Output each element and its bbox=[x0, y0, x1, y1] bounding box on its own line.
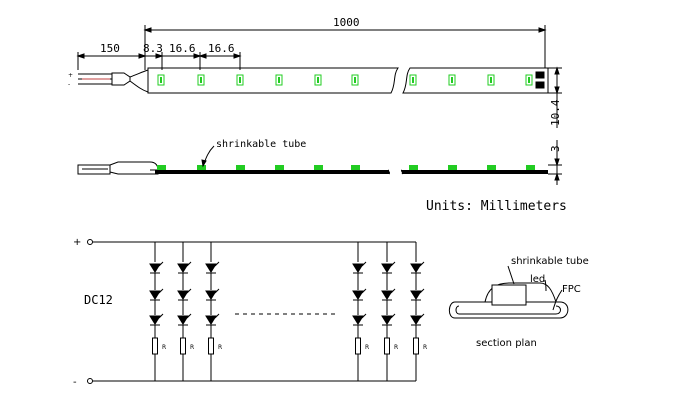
dim-16-6-label-a: 16.6 bbox=[169, 42, 196, 55]
top-view-strip bbox=[147, 67, 549, 94]
dim-8-3-label: 8.3 bbox=[143, 42, 163, 55]
resistor-label-1: R bbox=[162, 344, 166, 351]
led-side-2 bbox=[197, 165, 206, 170]
led-top-4 bbox=[275, 74, 283, 86]
power-plus-label: + bbox=[73, 237, 81, 248]
section-plan-drawing bbox=[448, 265, 569, 319]
resistor-label-6: R bbox=[423, 344, 427, 351]
led-top-5 bbox=[314, 74, 322, 86]
led-side-4 bbox=[275, 165, 284, 170]
section-shrinkable-tube-label: shrinkable tube bbox=[511, 256, 589, 267]
top-view-leds bbox=[157, 74, 533, 86]
led-side-3 bbox=[236, 165, 245, 170]
dimension-10-4 bbox=[548, 66, 562, 128]
resistor-label-5: R bbox=[394, 344, 398, 351]
branch-1 bbox=[149, 241, 164, 382]
section-plan-label: section plan bbox=[476, 338, 537, 349]
dim-150-label: 150 bbox=[100, 42, 120, 55]
dimension-3 bbox=[548, 140, 562, 185]
shrinkable-tube-label: shrinkable tube bbox=[216, 139, 306, 150]
section-fpc-label: FPC bbox=[562, 284, 581, 295]
branch-2 bbox=[177, 241, 192, 382]
circuit-branches bbox=[149, 241, 425, 382]
led-top-10 bbox=[525, 74, 533, 86]
dim-10-4-label: 10.4 bbox=[549, 99, 562, 126]
led-side-8 bbox=[448, 165, 457, 170]
wire-minus-label: - bbox=[68, 81, 70, 88]
branch-4 bbox=[352, 241, 367, 382]
led-side-5 bbox=[314, 165, 323, 170]
led-top-9 bbox=[487, 74, 495, 86]
led-side-9 bbox=[487, 165, 496, 170]
units-label: Units: Millimeters bbox=[426, 199, 567, 214]
dim-16-6-label-b: 16.6 bbox=[208, 42, 235, 55]
circuit-rails bbox=[87, 239, 416, 384]
led-side-1 bbox=[157, 165, 166, 170]
branch-3 bbox=[205, 241, 220, 382]
side-view bbox=[77, 161, 159, 175]
shrinkable-tube-leader bbox=[201, 145, 215, 168]
led-top-3 bbox=[236, 74, 244, 86]
branch-6 bbox=[410, 241, 425, 382]
side-view-leds bbox=[157, 165, 535, 170]
led-top-7 bbox=[409, 74, 417, 86]
side-view-strip bbox=[155, 169, 548, 175]
resistor-label-3: R bbox=[218, 344, 222, 351]
dimension-pitches bbox=[145, 52, 242, 70]
resistor-label-2: R bbox=[190, 344, 194, 351]
wire-plus-label: + bbox=[68, 72, 73, 79]
led-side-6 bbox=[351, 165, 360, 170]
led-top-1 bbox=[157, 74, 165, 86]
dimension-150 bbox=[76, 52, 147, 70]
led-top-6 bbox=[351, 74, 359, 86]
led-top-2 bbox=[197, 74, 205, 86]
resistor-label-4: R bbox=[365, 344, 369, 351]
power-minus-label: - bbox=[73, 377, 77, 388]
branch-5 bbox=[381, 241, 396, 382]
dc12-label: DC12 bbox=[84, 293, 113, 307]
dim-1000-label: 1000 bbox=[333, 16, 360, 29]
dimension-1000 bbox=[143, 25, 547, 70]
led-side-10 bbox=[526, 165, 535, 170]
section-led-label: led bbox=[530, 274, 545, 285]
led-side-7 bbox=[409, 165, 418, 170]
dim-3-label: 3 bbox=[549, 145, 562, 152]
top-view-wires bbox=[78, 69, 149, 93]
led-top-8 bbox=[448, 74, 456, 86]
